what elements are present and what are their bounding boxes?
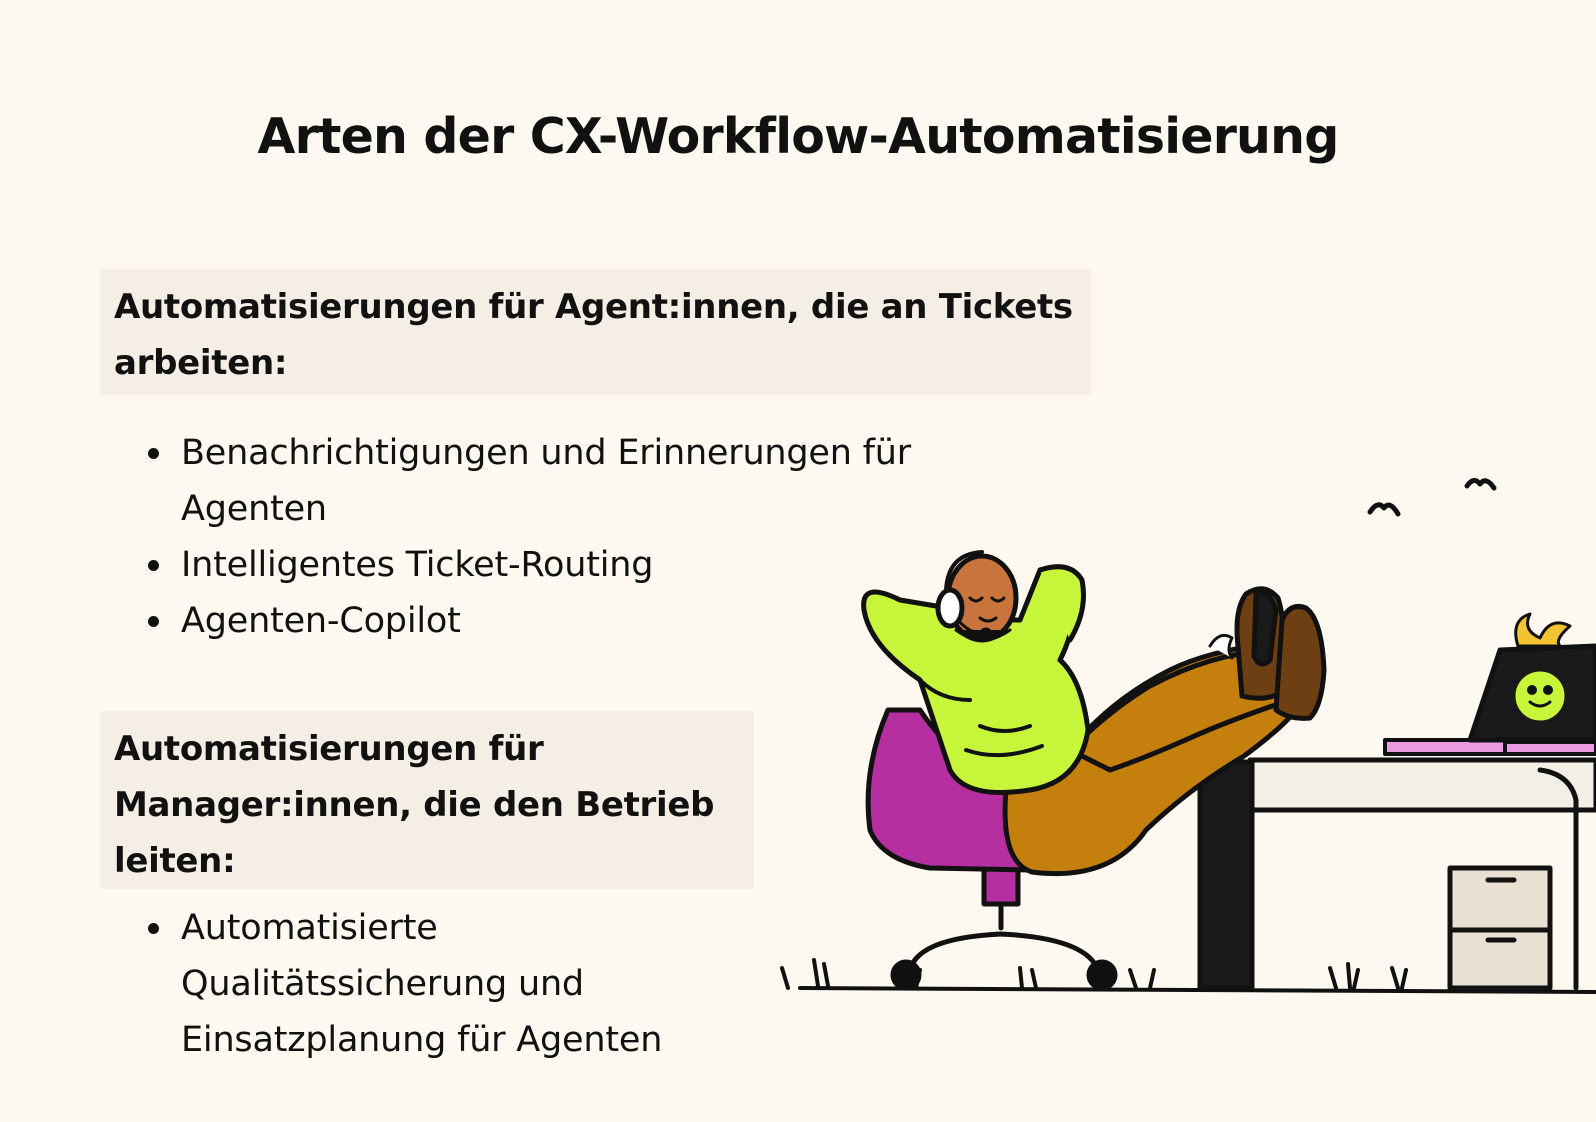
list-item-text: Agenten-Copilot: [181, 601, 461, 641]
bullet-icon: [148, 448, 159, 459]
hand: [1208, 633, 1234, 660]
list-item-text: Intelligentes Ticket-Routing: [181, 545, 654, 585]
chair-base: [890, 857, 1118, 991]
bullet-icon: [148, 616, 159, 627]
list-item: Agenten-Copilot: [122, 593, 1002, 649]
agent-relaxing-illustration: [780, 478, 1596, 994]
smiley-laptop-icon: [1467, 643, 1596, 743]
list-item-text: Benachrichtigungen und Erinnerungen für …: [181, 433, 911, 529]
page-title: Arten der CX-Workflow-Automatisierung: [257, 108, 1339, 165]
list-item: Automatisierte Qualitätssicherung und Ei…: [122, 900, 762, 1068]
agent-automation-list: Benachrichtigungen und Erinnerungen für …: [122, 425, 1002, 649]
bullet-icon: [148, 560, 159, 571]
manager-automation-list: Automatisierte Qualitätssicherung und Ei…: [122, 900, 762, 1068]
bullet-icon: [148, 923, 159, 934]
section-heading-managers: Automatisierungen für Manager:innen, die…: [100, 711, 754, 889]
headset-icon: [935, 550, 993, 641]
list-item-text: Automatisierte Qualitätssicherung und Ei…: [181, 908, 663, 1060]
list-item: Benachrichtigungen und Erinnerungen für …: [122, 425, 1002, 537]
boots-icon: [1234, 586, 1327, 721]
person-head: [945, 553, 1019, 643]
list-item: Intelligentes Ticket-Routing: [122, 537, 1002, 593]
plant-icon: [1514, 612, 1572, 648]
desk: [1197, 738, 1596, 991]
section-heading-agents: Automatisierungen für Agent:innen, die a…: [100, 269, 1091, 395]
birds-icon: [1367, 478, 1497, 517]
